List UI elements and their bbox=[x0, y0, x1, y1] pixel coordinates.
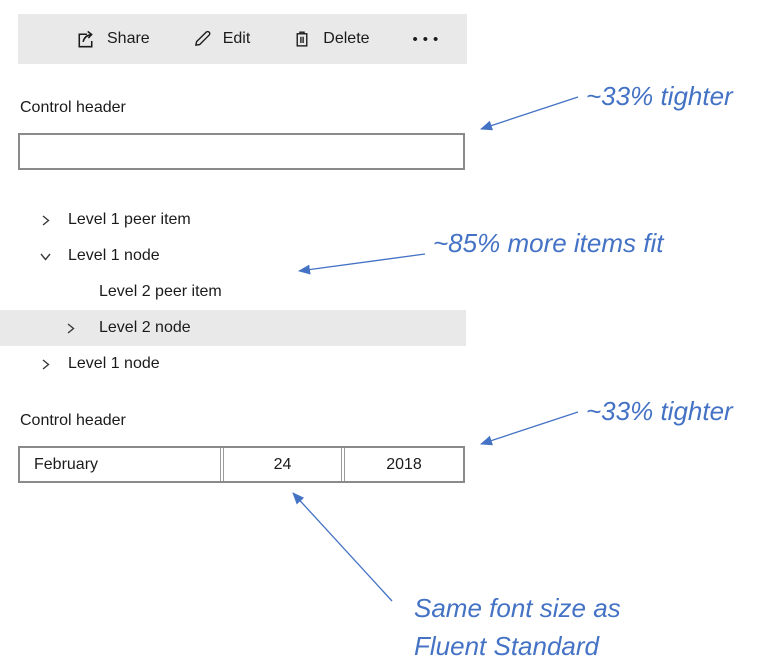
annotation-datepicker-tighter: ~33% tighter bbox=[586, 396, 733, 426]
share-button[interactable]: Share bbox=[74, 28, 150, 51]
delete-button[interactable]: Delete bbox=[291, 28, 370, 50]
annotation-tree-more-items: ~85% more items fit bbox=[433, 228, 664, 258]
tree-item-label: Level 2 node bbox=[99, 319, 191, 336]
tree-item-level2-peer[interactable]: Level 2 peer item bbox=[0, 274, 466, 310]
tree-item-level2-node-selected[interactable]: Level 2 node bbox=[0, 310, 466, 346]
datepicker-header-label: Control header bbox=[20, 412, 126, 429]
date-picker-day[interactable]: 24 bbox=[223, 448, 342, 481]
chevron-down-icon[interactable] bbox=[38, 249, 53, 264]
annotation-font-size-line1: Same font size as bbox=[414, 593, 621, 623]
more-icon: ••• bbox=[412, 30, 444, 48]
tree-item-label: Level 1 node bbox=[68, 355, 160, 372]
delete-button-label: Delete bbox=[323, 30, 370, 47]
arrow-to-datepicker bbox=[480, 411, 579, 446]
tree-item-label: Level 2 peer item bbox=[99, 283, 222, 300]
tree-item-level1-node[interactable]: Level 1 node bbox=[0, 346, 466, 382]
tree-item-label: Level 1 node bbox=[68, 247, 160, 264]
annotation-font-size-line2: Fluent Standard bbox=[414, 631, 600, 661]
tree-item-label: Level 1 peer item bbox=[68, 211, 191, 228]
chevron-right-icon[interactable] bbox=[63, 321, 78, 336]
tree-item-level1-peer[interactable]: Level 1 peer item bbox=[0, 202, 466, 238]
more-button[interactable]: ••• bbox=[411, 31, 446, 48]
date-picker-year[interactable]: 2018 bbox=[344, 448, 463, 481]
arrow-to-textbox bbox=[480, 96, 579, 131]
edit-icon bbox=[191, 28, 213, 50]
date-picker: February 24 2018 bbox=[18, 446, 465, 483]
edit-button-label: Edit bbox=[222, 30, 251, 47]
chevron-right-icon[interactable] bbox=[38, 357, 53, 372]
tree-item-level1-node-expanded[interactable]: Level 1 node bbox=[0, 238, 466, 274]
tree-view: Level 1 peer item Level 1 node Level 2 p… bbox=[0, 202, 466, 382]
text-input[interactable] bbox=[18, 133, 465, 170]
arrow-to-day-cell bbox=[292, 492, 393, 602]
annotation-font-size: Same font size as Fluent Standard bbox=[414, 589, 621, 664]
annotation-textbox-tighter: ~33% tighter bbox=[586, 81, 733, 111]
edit-button[interactable]: Edit bbox=[191, 28, 251, 50]
command-bar: Share Edit Delete ••• bbox=[18, 14, 467, 64]
chevron-right-icon[interactable] bbox=[38, 213, 53, 228]
textbox-header-label: Control header bbox=[20, 99, 126, 116]
share-icon bbox=[74, 28, 97, 51]
date-picker-month[interactable]: February bbox=[20, 448, 221, 481]
share-button-label: Share bbox=[107, 30, 150, 47]
delete-icon bbox=[291, 28, 313, 50]
